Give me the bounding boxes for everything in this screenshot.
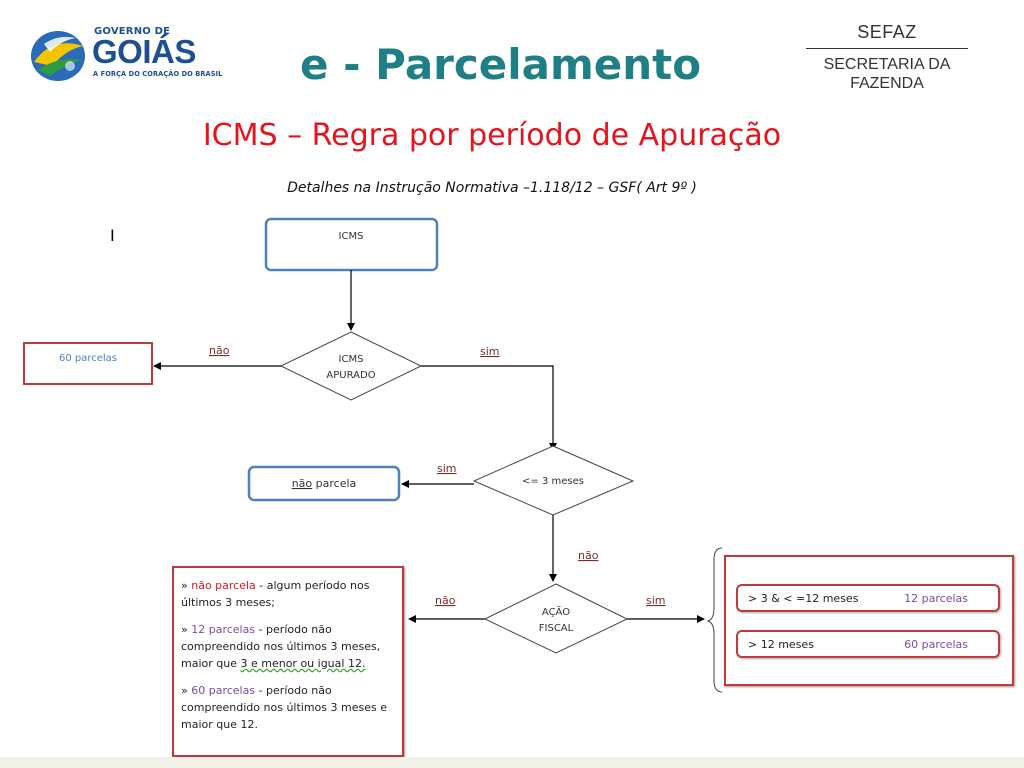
- legend-hl-3: 60 parcelas: [191, 684, 256, 697]
- rule-value-2: 60 parcelas: [904, 638, 968, 651]
- legend-text-2: - período não compreendido nos últimos 3…: [181, 623, 381, 670]
- edge-label-sim-3: sim: [646, 594, 666, 607]
- legend-item-60-parcelas: » 60 parcelas - período não compreendido…: [181, 682, 395, 733]
- legend-item-nao-parcela: » não parcela - algum período nos último…: [181, 577, 395, 611]
- legend-item-12-parcelas: » 12 parcelas - período não compreendido…: [181, 621, 395, 672]
- legend-underlined-2: 3 e menor ou igual 12.: [240, 657, 366, 670]
- details-note: Detalhes na Instrução Normativa –1.118/1…: [287, 180, 697, 196]
- sefaz-line1: SECRETARIA DA: [823, 56, 951, 73]
- logo-main-text: GOIÁS: [92, 33, 196, 70]
- sefaz-line2: FAZENDA: [850, 75, 924, 92]
- nao-word: não: [292, 477, 313, 490]
- rule-label-1: > 3 & < =12 meses: [748, 592, 859, 605]
- arrow-apurado-to-3meses: [421, 365, 557, 451]
- box-60-parcelas-label: 60 parcelas: [59, 353, 117, 364]
- logo-top-text: GOVERNO DE: [94, 26, 171, 37]
- edge-label-nao-1: não: [209, 344, 230, 357]
- rules-container: > 3 & < =12 meses 12 parcelas > 12 meses…: [724, 555, 1014, 686]
- acao-fiscal-diamond: [483, 583, 629, 654]
- box-60-parcelas: [23, 342, 153, 385]
- edge-label-nao-2: não: [578, 549, 599, 562]
- sefaz-logo: SEFAZ SECRETARIA DA FAZENDA: [806, 22, 968, 93]
- slide-subtitle: ICMS – Regra por período de Apuração: [202, 118, 782, 153]
- box-nao-parcela-label: não parcela: [292, 477, 357, 490]
- legend-bullet-3: »: [181, 684, 192, 697]
- edge-label-sim-1: sim: [480, 345, 500, 358]
- edge-label-nao-3: não: [435, 594, 456, 607]
- edge-label-sim-2: sim: [437, 462, 457, 475]
- footer-band: [0, 757, 1024, 768]
- legend-box: » não parcela - algum período nos último…: [172, 566, 404, 757]
- legend-text-1: - algum período nos últimos 3 meses;: [181, 579, 370, 609]
- acao-label-1: AÇÃO: [542, 605, 570, 618]
- legend-hl-1: não parcela: [191, 579, 256, 592]
- curly-brace: [706, 547, 723, 693]
- legend-bullet-1: »: [181, 579, 192, 592]
- box-nao-parcela: [247, 465, 401, 502]
- legend-bullet-2: »: [181, 623, 192, 636]
- rule-label-2: > 12 meses: [748, 638, 814, 651]
- stray-character: I: [110, 226, 115, 245]
- tres-meses-label: <= 3 meses: [522, 476, 584, 487]
- legend-hl-2: 12 parcelas: [191, 623, 256, 636]
- apurado-label-2: APURADO: [326, 370, 375, 381]
- sefaz-divider: [806, 48, 968, 49]
- sefaz-top-text: SEFAZ: [857, 22, 917, 42]
- rule-box-60-parcelas: > 12 meses 60 parcelas: [736, 630, 1000, 658]
- rule-box-12-parcelas: > 3 & < =12 meses 12 parcelas: [736, 584, 1000, 612]
- rule-value-1: 12 parcelas: [904, 592, 968, 605]
- icms-box-label: ICMS: [339, 231, 364, 242]
- parcela-word: parcela: [312, 477, 356, 490]
- apurado-label-1: ICMS: [339, 354, 364, 365]
- page-title: e - Parcelamento: [300, 40, 702, 89]
- legend-text-3: - período não compreendido nos últimos 3…: [181, 684, 387, 731]
- icms-apurado-diamond: [279, 331, 423, 401]
- goias-emblem-icon: [31, 31, 85, 81]
- icms-box: [264, 217, 439, 272]
- governo-goias-logo: GOVERNO DE GOIÁS A FORÇA DO CORAÇÃO DO B…: [28, 22, 222, 86]
- acao-label-2: FISCAL: [539, 623, 574, 634]
- logo-sub-text: A FORÇA DO CORAÇÃO DO BRASIL: [93, 70, 223, 78]
